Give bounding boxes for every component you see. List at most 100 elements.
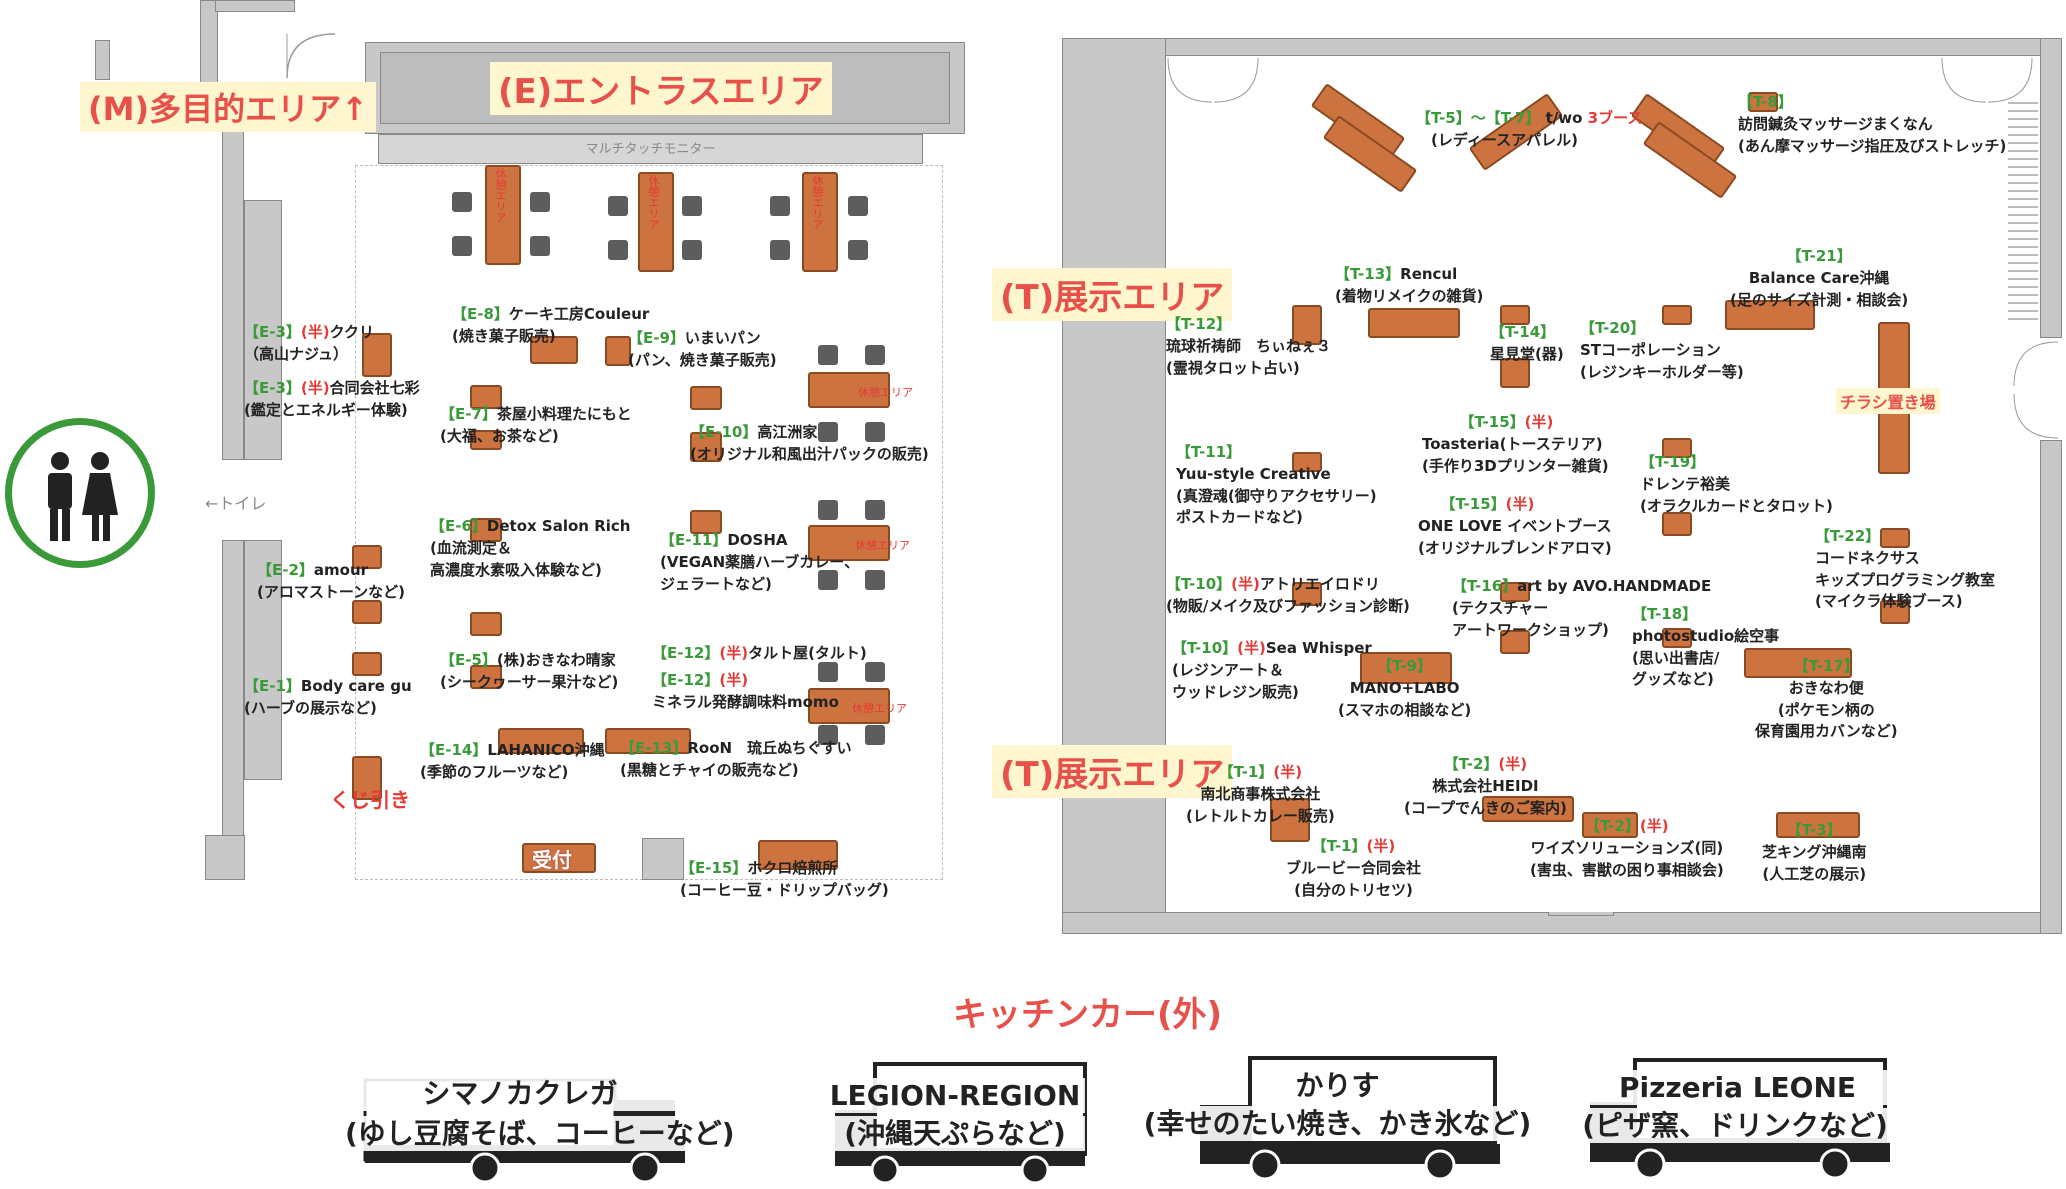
wall: [2040, 38, 2062, 338]
booth-t17: 【T-17】 おきなわ便 (ポケモン柄の 保育園用カバンなど): [1755, 657, 1898, 741]
booth-t5-7: 【T-5】～【T-7】 t/wo 3ブース (レディースアパレル): [1416, 109, 1643, 149]
booth-e5: 【E-5】(株)おきなわ晴家(シークヮーサー果汁など): [440, 651, 619, 691]
booth-table: [1662, 305, 1692, 325]
monitor-bar: [378, 134, 923, 164]
booth-e14: 【E-14】LAHANICO沖縄(季節のフルーツなど): [420, 741, 605, 781]
title-multipurpose: (M)多目的エリア↑: [80, 82, 376, 132]
booth-table: [470, 665, 502, 689]
kitchen-car-detail: (沖縄天ぷらなど): [825, 1116, 1085, 1151]
booth-table: [362, 333, 392, 377]
kitchen-car-name: Pizzeria LEONE: [1580, 1070, 1895, 1105]
kitchen-car-detail: (ピザ窯、ドリンクなど): [1570, 1108, 1900, 1143]
booth-t21: 【T-21】 Balance Care沖縄 (足のサイズ計測・相談会): [1730, 247, 1909, 309]
booth-t18: 【T-18】 photostudio絵空事 (思い出書店/ グッズなど): [1632, 605, 1780, 689]
door-icon: [1941, 57, 2033, 103]
door-icon: [2013, 341, 2059, 439]
booth-t3: 【T-3】 芝キング沖縄南 (人工芝の展示): [1762, 821, 1867, 883]
reception-table: [522, 843, 596, 873]
booth-table: [1482, 796, 1574, 822]
booth-table: [605, 336, 631, 366]
booth-table: [470, 385, 502, 409]
toilet-direction-label: ←トイレ: [205, 494, 267, 513]
booth-table: [352, 545, 382, 569]
booth-e10: 【E-10】高江洲家(オリジナル和風出汁パックの販売): [690, 423, 929, 463]
booth-t2a: 【T-2】(半) 株式会社HEIDI (コープでんきのご案内): [1404, 755, 1567, 817]
booth-e12a: 【E-12】(半)タルト屋(タルト): [652, 644, 867, 662]
booth-table: [470, 430, 502, 450]
booth-table: [1662, 512, 1692, 536]
title-entrance: (E)エントラスエリア: [490, 62, 832, 115]
booth-table: [1292, 305, 1322, 345]
booth-t1a: 【T-1】(半) 南北商事株式会社 (レトルトカレー販売): [1186, 763, 1335, 825]
kitchen-car-name: シマノカクレガ: [355, 1076, 685, 1111]
kitchen-car-detail: (幸せのたい焼き、かき氷など): [1130, 1106, 1545, 1141]
kuji-label: くじ引き: [330, 788, 410, 812]
booth-table: [1292, 452, 1322, 472]
wall: [205, 835, 245, 880]
booth-table: [690, 510, 722, 534]
booth-e1: 【E-1】Body care gu(ハーブの展示など): [244, 677, 412, 717]
booth-t22: 【T-22】 コードネクサス キッズプログラミング教室 (マイクラ体験ブース): [1815, 527, 1996, 611]
pillar: [642, 838, 684, 880]
wall: [244, 540, 282, 780]
booth-e9: 【E-9】いまいパン(パン、焼き菓子販売): [628, 329, 777, 369]
kitchen-car: LEGION-REGION (沖縄天ぷらなど): [825, 1060, 1090, 1185]
booth-t14: 【T-14】 星見堂(器): [1490, 323, 1564, 363]
booth-e7: 【E-7】茶屋小料理たにもと(大福、お茶など): [440, 405, 632, 445]
booth-table: [352, 652, 382, 676]
booth-table: [1662, 628, 1692, 648]
booth-table: [1500, 582, 1530, 602]
booth-e15: 【E-15】ホクロ焙煎所(コーヒー豆・ドリップバッグ): [680, 859, 889, 899]
wall: [1062, 38, 1166, 933]
door-icon: [1167, 57, 1259, 103]
door-icon: [286, 33, 336, 79]
booth-t2b: 【T-2】(半) ワイズソリューションズ(同) (害虫、害獣の困り事相談会): [1530, 817, 1724, 879]
booth-t11: 【T-11】 Yuu-style Creative (真澄魂(御守りアクセサリー…: [1176, 443, 1377, 527]
booth-e11: 【E-11】DOSHA (VEGAN薬膳ハーブカレー、 ジェラートなど): [660, 531, 860, 593]
restroom-icon: [5, 418, 155, 568]
booth-table: [1500, 305, 1530, 325]
booth-e2: 【E-2】amour(アロマストーンなど): [257, 561, 405, 601]
booth-table: [1748, 92, 1778, 112]
wall: [200, 0, 218, 95]
wall: [1062, 38, 2062, 56]
booth-table: [352, 756, 382, 800]
wall: [222, 95, 244, 460]
booth-t15a: 【T-15】(半) Toasteria(トーステリア) (手作り3Dプリンター雑…: [1422, 413, 1609, 475]
booth-table: [1368, 308, 1460, 338]
exhibit-floor: [1166, 56, 2040, 912]
kitchen-car-name: LEGION-REGION: [825, 1078, 1085, 1113]
kitchen-car: かりす (幸せのたい焼き、かき氷など): [1130, 1050, 1545, 1185]
booth-table: [530, 336, 578, 364]
wall: [244, 200, 282, 460]
kitchen-car: Pizzeria LEONE (ピザ窯、ドリンクなど): [1570, 1050, 1910, 1185]
booth-table: [352, 600, 382, 624]
booth-table: [1292, 582, 1322, 606]
reception-label: 受付: [532, 848, 572, 872]
booth-t8: 【T-8】 訪問鍼灸マッサージまくなん (あん摩マッサージ指圧及びストレッチ): [1738, 93, 2007, 155]
booth-table: [498, 728, 584, 754]
booth-table: [1500, 630, 1530, 654]
stairs: [2008, 100, 2038, 320]
wall: [95, 40, 110, 80]
booth-e6: 【E-6】Detox Salon Rich (血流測定＆ 高濃度水素吸入体験など…: [430, 517, 631, 579]
booth-table: [1270, 798, 1310, 842]
booth-t10b: 【T-10】(半)Sea Whisper (レジンアート＆ ウッドレジン販売): [1172, 639, 1372, 701]
booth-t12: 【T-12】 琉球祈祷師 ちぃねぇ３ (霊視タロット占い): [1166, 315, 1332, 377]
wall: [222, 540, 244, 880]
booth-e13: 【E-13】RooN 琉丘ぬちぐすい(黒糖とチャイの販売など): [620, 739, 852, 779]
booth-e12b: 【E-12】(半)ミネラル発酵調味料momo: [652, 671, 839, 711]
booth-t9: 【T-9】 MANO+LABO (スマホの相談など): [1338, 657, 1472, 719]
booth-table: [1662, 438, 1692, 458]
booth-table: [1360, 652, 1452, 684]
title-exhibit-1: (T)展示エリア: [992, 268, 1233, 321]
kitchen-car: シマノカクレガ (ゆし豆腐そば、コーヒーなど): [345, 1060, 735, 1185]
monitor-label: マルチタッチモニター: [585, 142, 716, 157]
booth-table: [1880, 600, 1910, 624]
booth-table: [1725, 300, 1815, 330]
booth-table: [1582, 812, 1638, 838]
title-exhibit-2: (T)展示エリア: [992, 745, 1233, 798]
title-kitchen-car: キッチンカー(外): [953, 995, 1223, 1035]
booth-table: [690, 432, 722, 462]
booth-t15b: 【T-15】(半) ONE LOVE イベントブース (オリジナルブレンドアロマ…: [1418, 495, 1612, 557]
